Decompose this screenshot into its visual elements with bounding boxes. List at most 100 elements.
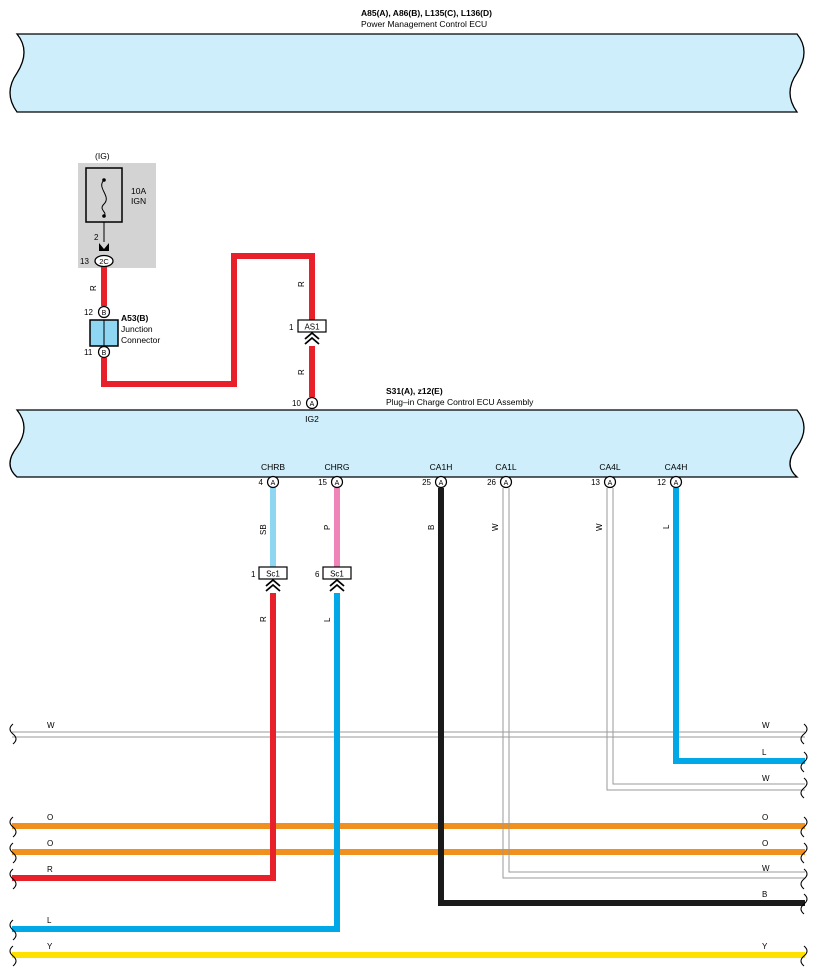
- fuse-terminal-bottom: [102, 214, 106, 218]
- terminal-ca4h: 12 A: [657, 475, 683, 489]
- terminal-conn-label-ca4l: A: [608, 480, 613, 487]
- junction-code: A53(B): [121, 313, 149, 323]
- wire-color-ca4h: L: [662, 524, 671, 529]
- wire-color-ca4l: W: [595, 523, 604, 531]
- wire-color-chrb: SB: [259, 524, 268, 535]
- wire-ca1l-w-b: [508, 488, 805, 873]
- terminal-label-chrb: CHRB: [261, 462, 285, 472]
- break-mark-right-8: [800, 945, 808, 967]
- bus-label-right-b: B: [762, 890, 767, 899]
- terminal-ca1l: 26 A: [487, 475, 513, 489]
- wire-junction-to-as1: [101, 253, 315, 387]
- wire-color-as1-upper: R: [297, 281, 306, 287]
- wire-ca1l-w: [502, 488, 805, 879]
- terminal-ca1h: 25 A: [422, 475, 448, 489]
- as1-code: AS1: [304, 323, 320, 332]
- fuse-group-label: (IG): [95, 151, 110, 161]
- wire-color-ca1h: B: [427, 525, 436, 530]
- fuse-terminal-top: [102, 178, 106, 182]
- fuse-name: IGN: [131, 196, 146, 206]
- as1-pin: 1: [289, 323, 294, 332]
- wire-color-fuse-to-junction: R: [89, 285, 98, 291]
- terminal-conn-label-chrg: A: [335, 480, 340, 487]
- break-mark-right-7: [800, 893, 808, 915]
- wire-sc1-left-r: [12, 593, 276, 881]
- top-ecu-box: [9, 33, 805, 113]
- break-mark-right-6: [800, 868, 808, 890]
- wire-color-sc1-left-out: R: [259, 616, 268, 622]
- sc1-right-pin: 6: [315, 570, 320, 579]
- fuse-rating: 10A: [131, 186, 146, 196]
- fuse-icon: [101, 179, 107, 217]
- terminal-conn-chrb: [266, 475, 280, 489]
- junction-conn-bottom-label: B: [102, 350, 107, 357]
- wire-color-chrg: P: [323, 525, 332, 530]
- sc1-left-chevron-icon: [265, 578, 281, 592]
- main-ecu-box: [9, 409, 805, 478]
- terminal-ca4l: 13 A: [591, 475, 617, 489]
- break-mark-right-4: [800, 816, 808, 838]
- sc1-right-chevron-icon: [329, 578, 345, 592]
- break-mark-left-1: [9, 723, 17, 745]
- break-mark-left-3: [9, 842, 17, 864]
- break-mark-left-4: [9, 868, 17, 890]
- terminal-conn-ca4l: [603, 475, 617, 489]
- as1-chevron-icon: [304, 331, 320, 345]
- main-ecu-name: Plug–in Charge Control ECU Assembly: [386, 397, 534, 407]
- terminal-conn-ca4h: [669, 475, 683, 489]
- break-mark-right-2: [800, 751, 808, 773]
- terminal-label-ca1l: CA1L: [495, 462, 517, 472]
- junction-name-line1: Junction: [121, 324, 153, 334]
- junction-conn-bottom: [97, 345, 111, 359]
- bus-label-right-o1: O: [762, 813, 768, 822]
- top-ecu-name: Power Management Control ECU: [361, 19, 487, 29]
- bus-label-right-w1: W: [762, 721, 770, 730]
- terminal-pin-ca4l: 13: [591, 478, 600, 487]
- fuse-conn-code: 2C: [99, 257, 109, 266]
- terminal-conn-label-ca4h: A: [674, 480, 679, 487]
- wire-ca1h-b: [438, 488, 805, 906]
- bus-label-left-o1: O: [47, 813, 53, 822]
- bus-label-left-y: Y: [47, 942, 53, 951]
- ig2-pin: 10: [292, 399, 301, 408]
- terminal-conn-label-ca1l: A: [504, 480, 509, 487]
- fuse-conn-pin: 13: [80, 257, 89, 266]
- bus-label-left-w: W: [47, 721, 55, 730]
- break-mark-right-1: [800, 723, 808, 745]
- break-mark-right-3: [800, 777, 808, 799]
- terminal-conn-ca1h: [434, 475, 448, 489]
- sc1-left-code: Sc1: [266, 570, 280, 579]
- ig2-conn: [305, 396, 319, 410]
- fuse-pin: 2: [94, 233, 99, 242]
- fuse-connector-oval: [94, 254, 114, 268]
- wire-ca4l-w-b: [612, 488, 805, 785]
- bus-label-right-l: L: [762, 748, 767, 757]
- top-ecu-code: A85(A), A86(B), L135(C), L136(D): [361, 8, 492, 18]
- sc1-right-code: Sc1: [330, 570, 344, 579]
- junction-pin-bottom: 11: [84, 348, 93, 357]
- break-mark-right-5: [800, 842, 808, 864]
- wire-color-sc1-right-out: L: [323, 617, 332, 622]
- main-ecu-code: S31(A), z12(E): [386, 386, 443, 396]
- break-marks: [9, 723, 808, 967]
- wire-color-ca1l: W: [491, 523, 500, 531]
- terminal-label-ca4h: CA4H: [665, 462, 688, 472]
- ig2-label: IG2: [305, 414, 319, 424]
- bus-lines: [12, 731, 805, 958]
- terminal-pin-ca1l: 26: [487, 478, 496, 487]
- junction-conn-top-label: B: [102, 310, 107, 317]
- junction-pin-top: 12: [84, 308, 93, 317]
- fuse-panel: [78, 163, 156, 268]
- break-mark-left-5: [9, 919, 17, 941]
- bus-label-right-o2: O: [762, 839, 768, 848]
- sc1-left-pin: 1: [251, 570, 256, 579]
- terminal-pin-chrg: 15: [318, 478, 327, 487]
- terminal-label-chrg: CHRG: [324, 462, 349, 472]
- break-mark-left-6: [9, 945, 17, 967]
- bus-label-right-w3: W: [762, 864, 770, 873]
- terminal-label-ca1h: CA1H: [430, 462, 453, 472]
- bus-label-right-w2: W: [762, 774, 770, 783]
- terminal-pin-ca1h: 25: [422, 478, 431, 487]
- junction-name-line2: Connector: [121, 335, 160, 345]
